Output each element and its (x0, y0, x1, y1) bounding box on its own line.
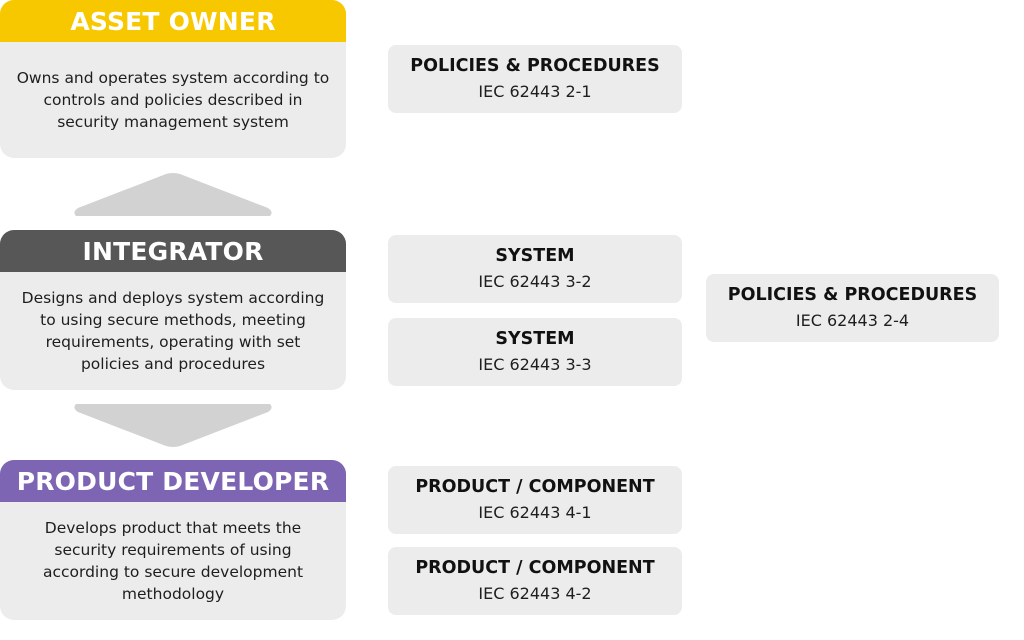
standard-policies-2-1: POLICIES & PROCEDURES IEC 62443 2-1 (388, 45, 682, 113)
integrator-description: Designs and deploys system according to … (21, 289, 325, 373)
standard-system-3-3: SYSTEM IEC 62443 3-3 (388, 318, 682, 386)
standard-title: SYSTEM (495, 246, 575, 266)
standard-policies-2-4: POLICIES & PROCEDURES IEC 62443 2-4 (706, 274, 999, 342)
asset-owner-card: ASSET OWNER Owns and operates system acc… (0, 0, 346, 158)
product-developer-title: PRODUCT DEVELOPER (0, 460, 346, 502)
standard-system-3-2: SYSTEM IEC 62443 3-2 (388, 235, 682, 303)
standard-code: IEC 62443 2-1 (478, 82, 592, 101)
standard-code: IEC 62443 4-1 (478, 503, 592, 522)
standard-title: POLICIES & PROCEDURES (727, 285, 978, 305)
standard-product-4-2: PRODUCT / COMPONENT IEC 62443 4-2 (388, 547, 682, 615)
standard-code: IEC 62443 3-3 (478, 355, 592, 374)
standard-code: IEC 62443 3-2 (478, 272, 592, 291)
integrator-card: INTEGRATOR Designs and deploys system ac… (0, 230, 346, 390)
integrator-title: INTEGRATOR (0, 230, 346, 272)
product-developer-card: PRODUCT DEVELOPER Develops product that … (0, 460, 346, 620)
standard-product-4-1: PRODUCT / COMPONENT IEC 62443 4-1 (388, 466, 682, 534)
asset-owner-description: Owns and operates system according to co… (16, 69, 330, 131)
standard-title: PRODUCT / COMPONENT (415, 558, 655, 578)
standard-code: IEC 62443 2-4 (795, 311, 910, 330)
standard-title: POLICIES & PROCEDURES (410, 56, 660, 76)
arrow-up-icon (74, 173, 272, 216)
standard-title: PRODUCT / COMPONENT (415, 477, 655, 497)
standard-code: IEC 62443 4-2 (478, 584, 592, 603)
product-developer-description: Develops product that meets the security… (42, 519, 304, 603)
standard-title: SYSTEM (495, 329, 575, 349)
arrow-down-icon (74, 404, 272, 447)
asset-owner-title: ASSET OWNER (0, 0, 346, 42)
